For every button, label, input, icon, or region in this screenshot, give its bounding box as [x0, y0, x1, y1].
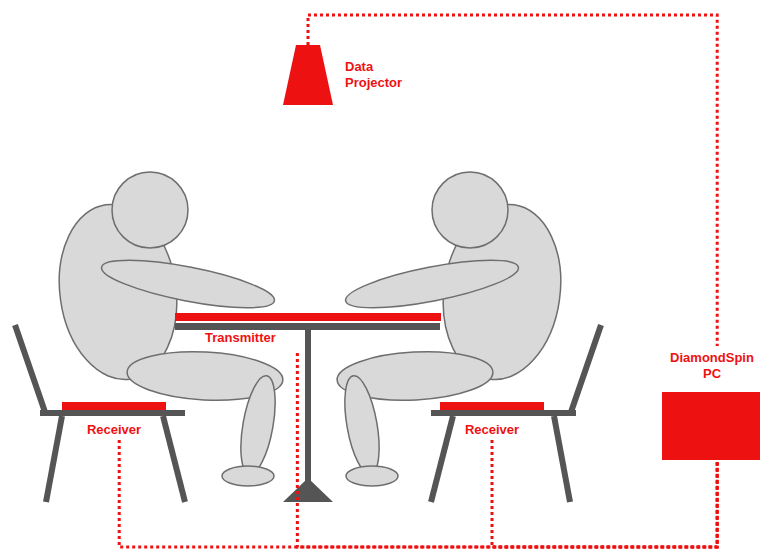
transmitter-pad: Transmitter — [175, 313, 441, 353]
node-label: Receiver — [62, 422, 166, 438]
red-pad — [440, 402, 544, 410]
dotted-cable — [119, 440, 717, 547]
node-label: Data Projector — [345, 59, 417, 91]
node-label: Transmitter — [205, 330, 276, 346]
dotted-cable — [297, 353, 717, 547]
red-pad — [662, 392, 760, 460]
receiver-pad: Receiver — [440, 402, 544, 440]
node-label: Receiver — [440, 422, 544, 438]
dotted-cable — [308, 15, 717, 346]
receiver-pad: Receiver — [62, 402, 166, 440]
projector-shape — [280, 45, 336, 105]
projector-device: Data Projector — [280, 45, 420, 105]
node-label: DiamondSpin PC — [666, 350, 758, 382]
red-pad — [62, 402, 166, 410]
pc-box: DiamondSpin PC — [660, 346, 764, 462]
red-pad — [175, 313, 441, 321]
table — [175, 323, 440, 502]
